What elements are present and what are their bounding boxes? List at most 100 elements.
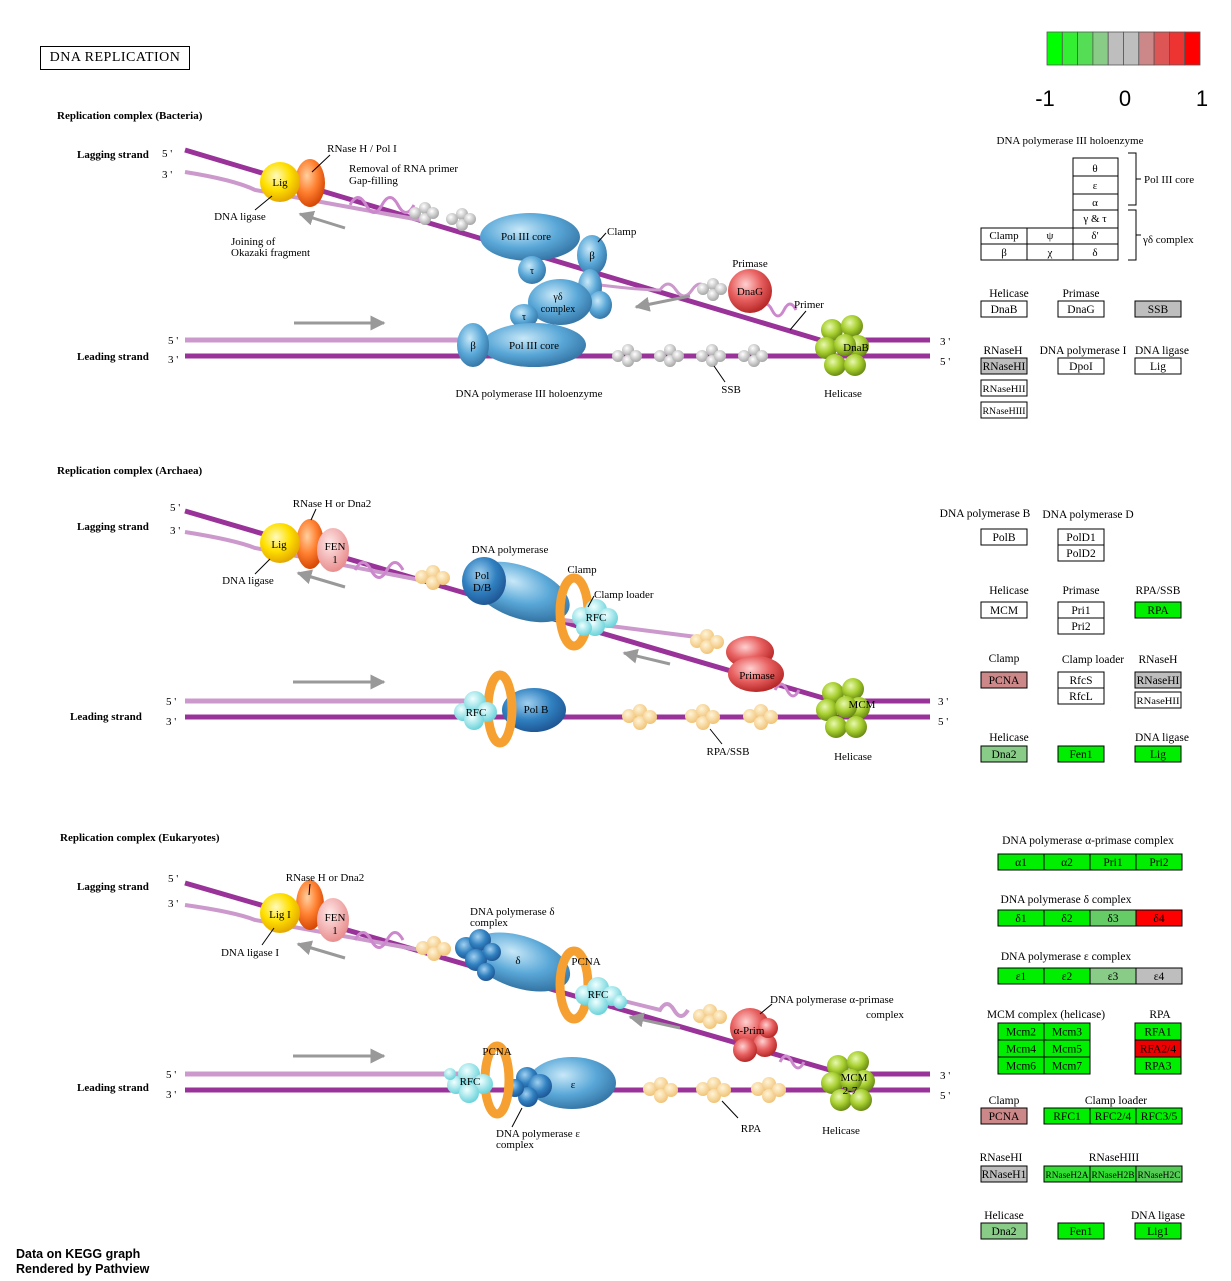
gene-box[interactable] [1057, 544, 1105, 562]
gene-box[interactable] [1135, 1107, 1183, 1125]
fen1-protein [317, 898, 349, 942]
helicase-label: Helicase [824, 388, 862, 400]
gene-box[interactable] [980, 300, 1028, 318]
gene-box[interactable] [1057, 357, 1105, 375]
ligase-protein [260, 523, 300, 563]
gene-box-label: PCNA [989, 1111, 1020, 1123]
eukaryotes-heading: Replication complex (Eukaryotes) [60, 832, 220, 844]
gene-box[interactable] [1057, 745, 1105, 763]
gene-group-label: Primase [1062, 585, 1099, 597]
gene-box[interactable] [1134, 1056, 1182, 1075]
dnab-helicase [815, 315, 869, 376]
gene-group-label: DNA polymerase α-primase complex [1002, 835, 1174, 847]
primer-label: Primer [794, 299, 824, 311]
holoenzyme-label: DNA polymerase III holoenzyme [456, 388, 603, 400]
tau-subunit [510, 304, 538, 328]
gene-box[interactable] [980, 528, 1028, 546]
gene-box-label: RFA2/4 [1140, 1044, 1176, 1056]
gene-group-label: Clamp [989, 653, 1020, 665]
gene-box[interactable] [980, 601, 1028, 619]
gene-box[interactable] [980, 745, 1028, 763]
gene-box[interactable] [1134, 1222, 1182, 1240]
direction-arrow [296, 940, 346, 960]
gene-box[interactable] [1134, 691, 1182, 709]
mcm-helicase [816, 678, 870, 738]
gene-box[interactable] [1135, 853, 1183, 871]
gene-box-label: RNaseHI [1137, 675, 1180, 687]
gene-group: Fen1 [1057, 1222, 1105, 1240]
gene-group-label: Helicase [989, 732, 1029, 744]
strand-end-label: 5 ' [168, 873, 178, 885]
gapfill-label: Gap-filling [349, 175, 398, 187]
footer-line-1: Data on KEGG graph [16, 1247, 141, 1261]
pol3-core-lower [482, 323, 586, 367]
gene-box[interactable] [980, 401, 1028, 419]
gene-box[interactable] [980, 1107, 1028, 1125]
gene-box[interactable] [1134, 357, 1182, 375]
beta-clamp-upper [577, 235, 607, 275]
footer: Data on KEGG graph Rendered by Pathview [16, 1247, 149, 1277]
pol-label: Pol [475, 570, 490, 582]
strand-end-label: 5 ' [162, 148, 172, 160]
legend-swatch [1061, 31, 1079, 66]
gene-box[interactable] [1134, 601, 1182, 619]
gene-box[interactable] [1057, 617, 1105, 635]
archaea-lagging-label: Lagging strand [77, 521, 149, 533]
ligase-protein [260, 162, 300, 202]
okazaki-label: Okazaki fragment [231, 247, 310, 259]
gene-box[interactable] [1134, 745, 1182, 763]
strand-end-label: 3 ' [166, 1089, 176, 1101]
rnaseh-label: RNase H or Dna2 [293, 498, 372, 510]
gene-box-label: Lig [1150, 749, 1166, 761]
gene-box[interactable] [1057, 687, 1105, 705]
gene-box[interactable] [980, 1222, 1028, 1240]
legend-max-label: 1 [1196, 86, 1208, 111]
gd-label: complex [541, 304, 575, 315]
gene-box[interactable] [1135, 967, 1183, 985]
gene-box[interactable] [1043, 1056, 1091, 1075]
gene-box[interactable] [1057, 300, 1105, 318]
legend-swatch [1184, 31, 1201, 66]
gene-box[interactable] [980, 1165, 1028, 1183]
gene-box-label: Mcm2 [1006, 1027, 1036, 1039]
rnaseh-label: RNase H or Dna2 [286, 872, 365, 884]
dna-ligase-label: DNA ligase I [221, 947, 279, 959]
gene-box[interactable] [980, 379, 1028, 397]
direction-arrow [634, 294, 691, 312]
gene-box-label: RNaseHII [983, 385, 1026, 395]
beta-label: β [1001, 247, 1007, 259]
dnag-primase [728, 269, 772, 313]
gene-box[interactable] [980, 671, 1028, 689]
gene-box[interactable] [1135, 909, 1183, 927]
fen1-label: 1 [332, 554, 338, 566]
strand-end-label: 3 ' [940, 336, 950, 348]
pol-alpha-label: complex [866, 1009, 904, 1021]
gene-box-label: RNaseH2C [1138, 1171, 1181, 1181]
gene-box-label: ε1 [1016, 971, 1027, 983]
removal-label: Removal of RNA primer [349, 163, 458, 175]
gene-group-label: RPA [1149, 1009, 1171, 1021]
gene-box-label: Pri1 [1103, 857, 1122, 869]
aprim-label: α-Prim [734, 1025, 765, 1037]
gene-box[interactable] [1135, 1165, 1183, 1183]
gene-box[interactable] [1134, 300, 1182, 318]
gene-box-label: Dna2 [992, 1226, 1017, 1238]
gene-group-label: Helicase [989, 585, 1029, 597]
gene-group-label: DNA polymerase δ complex [1001, 894, 1132, 906]
okazaki-strand [599, 282, 710, 298]
gene-box[interactable] [980, 357, 1028, 375]
gamma-tau-label: γ & τ [1082, 213, 1107, 225]
rnase-h-protein [296, 880, 324, 930]
gene-group-label: DNA polymerase ε complex [1001, 951, 1132, 963]
gene-box[interactable] [1134, 671, 1182, 689]
gene-box[interactable] [1057, 1222, 1105, 1240]
rpa-ssb-label: RPA/SSB [706, 746, 749, 758]
